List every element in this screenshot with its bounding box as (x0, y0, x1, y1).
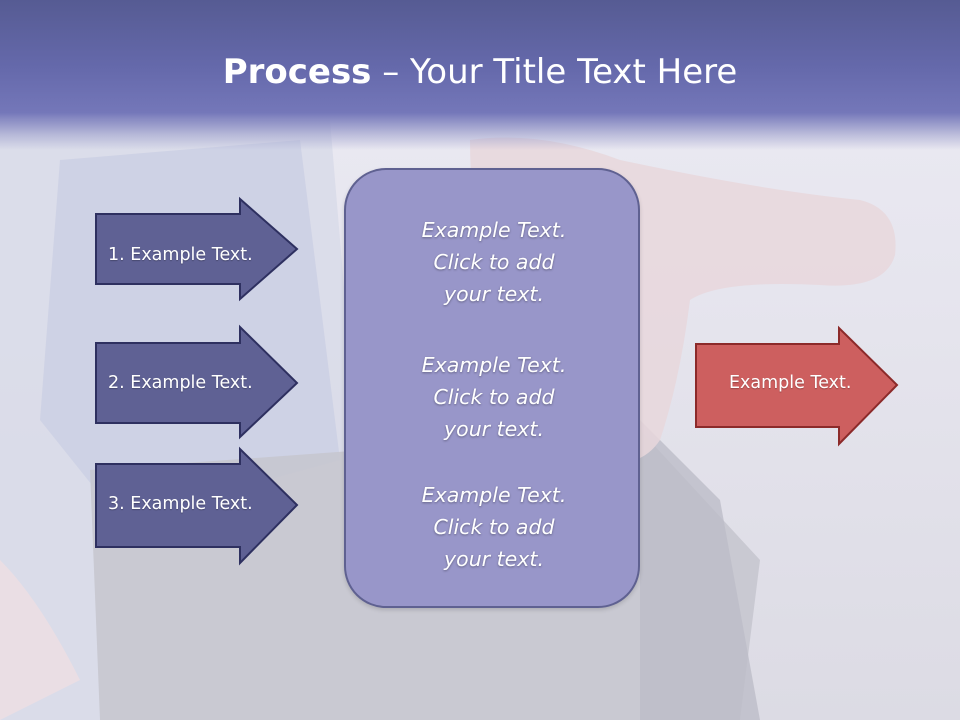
center-paragraph-3-line-1: Example Text. (421, 483, 567, 507)
center-paragraph-2: Example Text. Click to add your text. (346, 349, 642, 445)
center-paragraph-1: Example Text. Click to add your text. (346, 214, 642, 310)
arrow-shape-3 (95, 446, 299, 566)
title-band (0, 0, 960, 150)
right-arrow-label: Example Text. (729, 373, 852, 393)
title-rest: – Your Title Text Here (371, 52, 738, 92)
slide-title[interactable]: Process – Your Title Text Here (0, 52, 960, 92)
center-paragraph-2-line-3: your text. (444, 417, 544, 441)
left-arrow-2[interactable]: 2. Example Text. (95, 324, 299, 440)
left-arrow-label-1: 1. Example Text. (108, 245, 253, 265)
arrow-shape-2 (95, 324, 299, 440)
right-arrow-shape (695, 325, 899, 447)
center-paragraph-1-line-1: Example Text. (421, 218, 567, 242)
center-paragraph-1-line-3: your text. (444, 282, 544, 306)
center-paragraph-3-line-3: your text. (444, 547, 544, 571)
center-paragraph-1-line-2: Click to add (433, 250, 555, 274)
left-arrow-label-2: 2. Example Text. (108, 373, 253, 393)
left-arrow-1[interactable]: 1. Example Text. (95, 196, 299, 302)
title-bold: Process (222, 52, 372, 92)
left-arrow-label-3: 3. Example Text. (108, 494, 253, 514)
center-paragraph-3: Example Text. Click to add your text. (346, 479, 642, 575)
left-arrow-3[interactable]: 3. Example Text. (95, 446, 299, 566)
center-text-box[interactable]: Example Text. Click to add your text. Ex… (344, 168, 640, 608)
center-paragraph-3-line-2: Click to add (433, 515, 555, 539)
center-paragraph-2-line-1: Example Text. (421, 353, 567, 377)
arrow-shape-1 (95, 196, 299, 302)
center-paragraph-2-line-2: Click to add (433, 385, 555, 409)
right-arrow[interactable]: Example Text. (695, 325, 899, 447)
